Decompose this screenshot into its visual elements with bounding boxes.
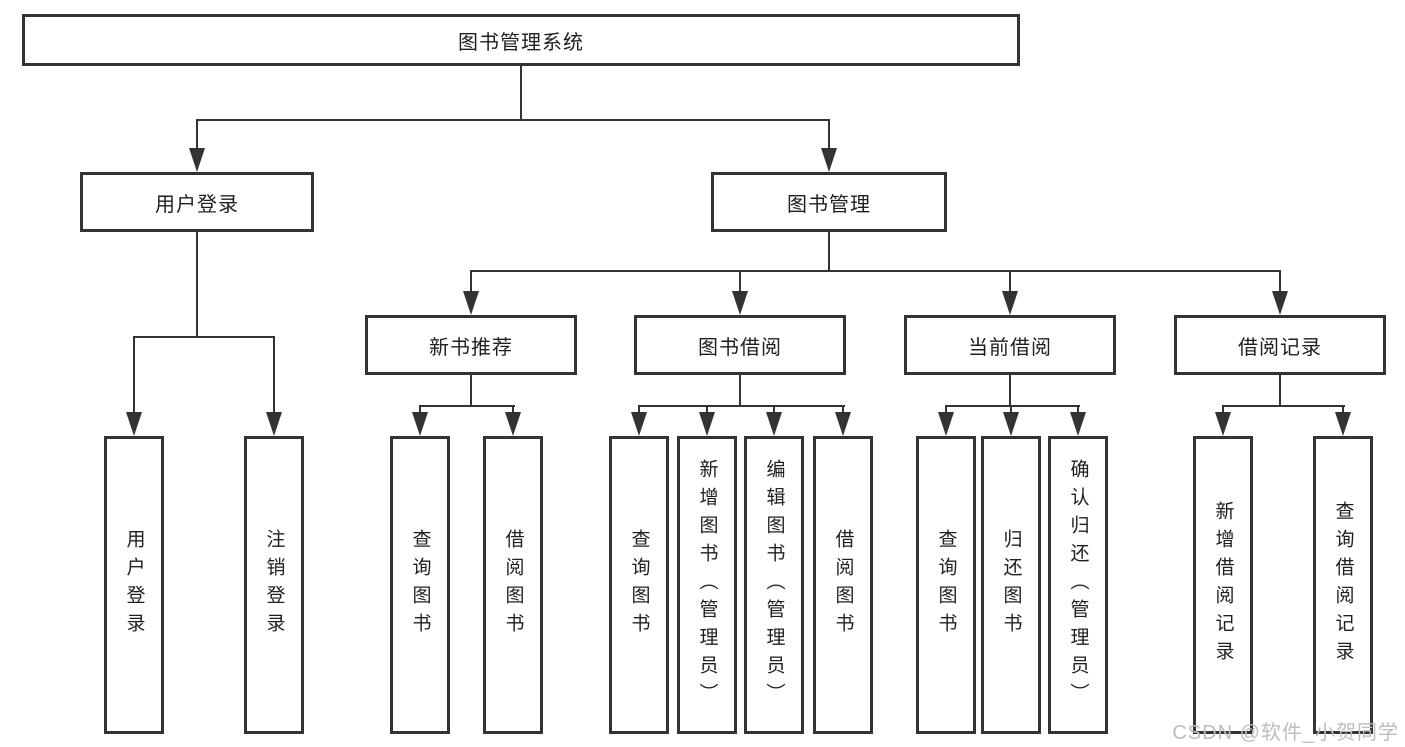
connector-drop-book-mgmt <box>828 119 830 150</box>
connector-drop-new-books <box>470 270 472 293</box>
node-label: 编辑图书（管理员） <box>763 459 785 711</box>
connector-root-hline <box>196 119 830 121</box>
connector-drop-borrowing <box>739 270 741 293</box>
node-user-login: 用户登录 <box>80 172 314 232</box>
arrowhead-leaf <box>1070 412 1086 436</box>
node-label: 新书推荐 <box>429 336 513 359</box>
node-leaf-return-book: 归还图书 <box>981 436 1041 734</box>
node-label: 用户登录 <box>123 529 145 641</box>
arrowhead-leaf <box>699 412 715 436</box>
arrowhead-leaf <box>938 412 954 436</box>
arrowhead-borrowing <box>732 291 748 315</box>
connector-borrowing-stem <box>739 375 741 407</box>
connector-drop-leaf <box>1077 405 1079 415</box>
node-book-mgmt: 图书管理 <box>711 172 947 232</box>
arrowhead-leaf <box>505 412 521 436</box>
connector-drop-logout-leaf <box>273 336 275 414</box>
connector-drop-leaf <box>706 405 708 415</box>
connector-drop-leaf <box>1222 405 1224 415</box>
node-label: 查询图书 <box>628 529 650 641</box>
arrowhead-records <box>1272 291 1288 315</box>
node-leaf-query-books-1: 查询图书 <box>390 436 450 734</box>
node-leaf-add-record: 新增借阅记录 <box>1193 436 1253 734</box>
node-current-borrowing: 当前借阅 <box>904 315 1116 375</box>
node-label: 图书管理 <box>787 193 871 216</box>
connector-drop-leaf <box>1342 405 1344 415</box>
arrowhead-leaf <box>631 412 647 436</box>
node-leaf-confirm-return-admin: 确认归还（管理员） <box>1048 436 1108 734</box>
node-label: 新增借阅记录 <box>1212 501 1234 669</box>
connector-records-stem <box>1279 375 1281 407</box>
node-label: 当前借阅 <box>968 336 1052 359</box>
connector-drop-leaf <box>842 405 844 415</box>
arrowhead-logout-leaf <box>266 412 282 436</box>
node-leaf-query-books-2: 查询图书 <box>609 436 669 734</box>
csdn-watermark: CSDN @软件_小贺同学 <box>1172 722 1399 744</box>
connector-new-books-stem <box>470 375 472 407</box>
arrowhead-user-login <box>189 148 205 172</box>
node-new-books: 新书推荐 <box>365 315 577 375</box>
connector-user-login-hline <box>133 336 275 338</box>
arrowhead-leaf <box>412 412 428 436</box>
arrowhead-current <box>1002 291 1018 315</box>
node-root-library-system: 图书管理系统 <box>22 14 1020 66</box>
node-leaf-logout: 注销登录 <box>244 436 304 734</box>
node-leaf-add-book-admin: 新增图书（管理员） <box>677 436 737 734</box>
connector-book-mgmt-hline <box>470 270 1281 272</box>
connector-drop-leaf <box>419 405 421 415</box>
connector-current-stem <box>1009 375 1011 407</box>
node-leaf-borrow-books-1: 借阅图书 <box>483 436 543 734</box>
connector-user-login-stem <box>196 232 198 338</box>
arrowhead-leaf <box>1215 412 1231 436</box>
node-leaf-user-login: 用户登录 <box>104 436 164 734</box>
node-leaf-query-books-3: 查询图书 <box>916 436 976 734</box>
arrowhead-book-mgmt <box>821 148 837 172</box>
connector-drop-leaf <box>512 405 514 415</box>
arrowhead-leaf <box>1335 412 1351 436</box>
connector-book-mgmt-stem <box>828 232 830 272</box>
connector-drop-leaf <box>638 405 640 415</box>
node-leaf-borrow-books-2: 借阅图书 <box>813 436 873 734</box>
node-book-borrowing: 图书借阅 <box>634 315 846 375</box>
connector-records-hline <box>1222 405 1345 407</box>
connector-drop-user-login <box>196 119 198 150</box>
connector-drop-login-leaf <box>133 336 135 414</box>
arrowhead-login-leaf <box>126 412 142 436</box>
node-label: 确认归还（管理员） <box>1067 459 1089 711</box>
arrowhead-leaf <box>835 412 851 436</box>
arrowhead-leaf <box>1003 412 1019 436</box>
node-label: 借阅图书 <box>502 529 524 641</box>
node-label: 用户登录 <box>155 193 239 216</box>
node-label: 查询图书 <box>935 529 957 641</box>
connector-drop-leaf <box>945 405 947 415</box>
node-label: 借阅图书 <box>832 529 854 641</box>
connector-drop-leaf <box>773 405 775 415</box>
connector-new-books-hline <box>419 405 515 407</box>
arrowhead-leaf <box>766 412 782 436</box>
node-label: 图书管理系统 <box>458 31 584 54</box>
node-label: 注销登录 <box>263 529 285 641</box>
node-leaf-query-record: 查询借阅记录 <box>1313 436 1373 734</box>
node-label: 查询图书 <box>409 529 431 641</box>
node-label: 查询借阅记录 <box>1332 501 1354 669</box>
node-label: 新增图书（管理员） <box>696 459 718 711</box>
node-borrowing-records: 借阅记录 <box>1174 315 1386 375</box>
node-label: 归还图书 <box>1000 529 1022 641</box>
connector-borrowing-hline <box>638 405 845 407</box>
connector-drop-records <box>1279 270 1281 293</box>
node-label: 图书借阅 <box>698 336 782 359</box>
connector-drop-current <box>1009 270 1011 293</box>
connector-root-stem <box>520 66 522 120</box>
connector-current-hline <box>945 405 1080 407</box>
node-label: 借阅记录 <box>1238 336 1322 359</box>
arrowhead-new-books <box>463 291 479 315</box>
connector-drop-leaf <box>1010 405 1012 415</box>
node-leaf-edit-book-admin: 编辑图书（管理员） <box>744 436 804 734</box>
